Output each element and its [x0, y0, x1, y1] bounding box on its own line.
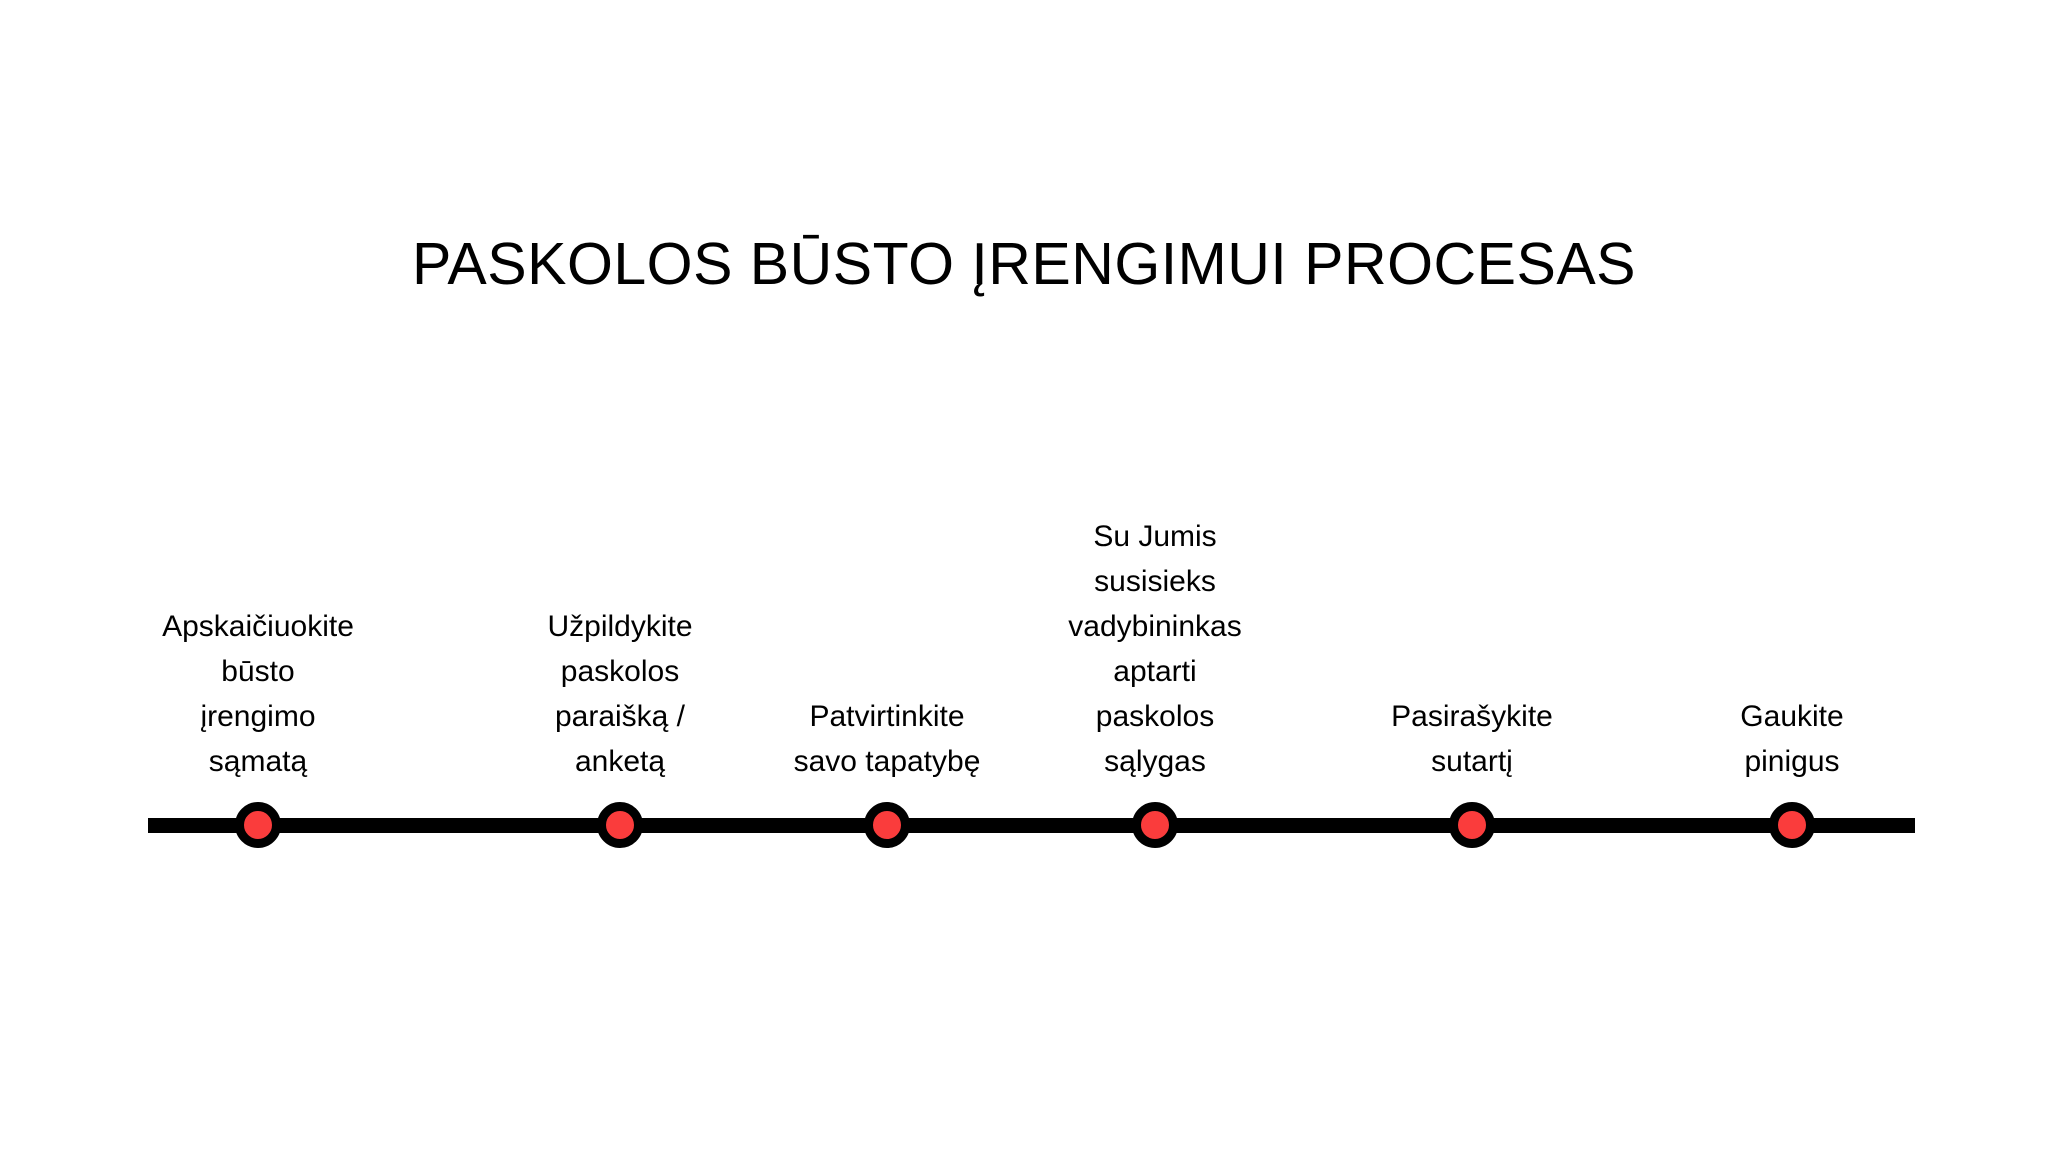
timeline-step-1-marker-icon[interactable]: [235, 802, 281, 848]
timeline-step-4-marker-icon[interactable]: [1132, 802, 1178, 848]
timeline-step-5-label: Pasirašykite sutartį: [1391, 700, 1553, 778]
page-title: PASKOLOS BŪSTO ĮRENGIMUI PROCESAS: [411, 231, 1637, 297]
timeline-step-3[interactable]: Patvirtinkite savo tapatybę: [737, 0, 1037, 1152]
timeline-step-5-marker-icon[interactable]: [1449, 802, 1495, 848]
timeline-step-1-label: Apskaičiuokite būsto įrengimo sąmatą: [162, 610, 354, 778]
timeline-step-2-marker-icon[interactable]: [597, 802, 643, 848]
timeline-step-6[interactable]: Gaukite pinigus: [1642, 0, 1942, 1152]
timeline-step-5[interactable]: Pasirašykite sutartį: [1322, 0, 1622, 1152]
timeline-step-4[interactable]: Su Jumis susisieks vadybininkas aptarti …: [1005, 0, 1305, 1152]
timeline-step-3-marker-icon[interactable]: [864, 802, 910, 848]
timeline-step-4-label: Su Jumis susisieks vadybininkas aptarti …: [1068, 520, 1242, 778]
timeline-step-1[interactable]: Apskaičiuokite būsto įrengimo sąmatą: [108, 0, 408, 1152]
timeline-step-2-label: Užpildykite paskolos paraišką / anketą: [547, 610, 693, 778]
timeline-step-6-marker-icon[interactable]: [1769, 802, 1815, 848]
timeline-step-6-label: Gaukite pinigus: [1740, 700, 1844, 778]
timeline-step-3-label: Patvirtinkite savo tapatybę: [793, 700, 981, 778]
timeline-step-2[interactable]: Užpildykite paskolos paraišką / anketą: [470, 0, 770, 1152]
